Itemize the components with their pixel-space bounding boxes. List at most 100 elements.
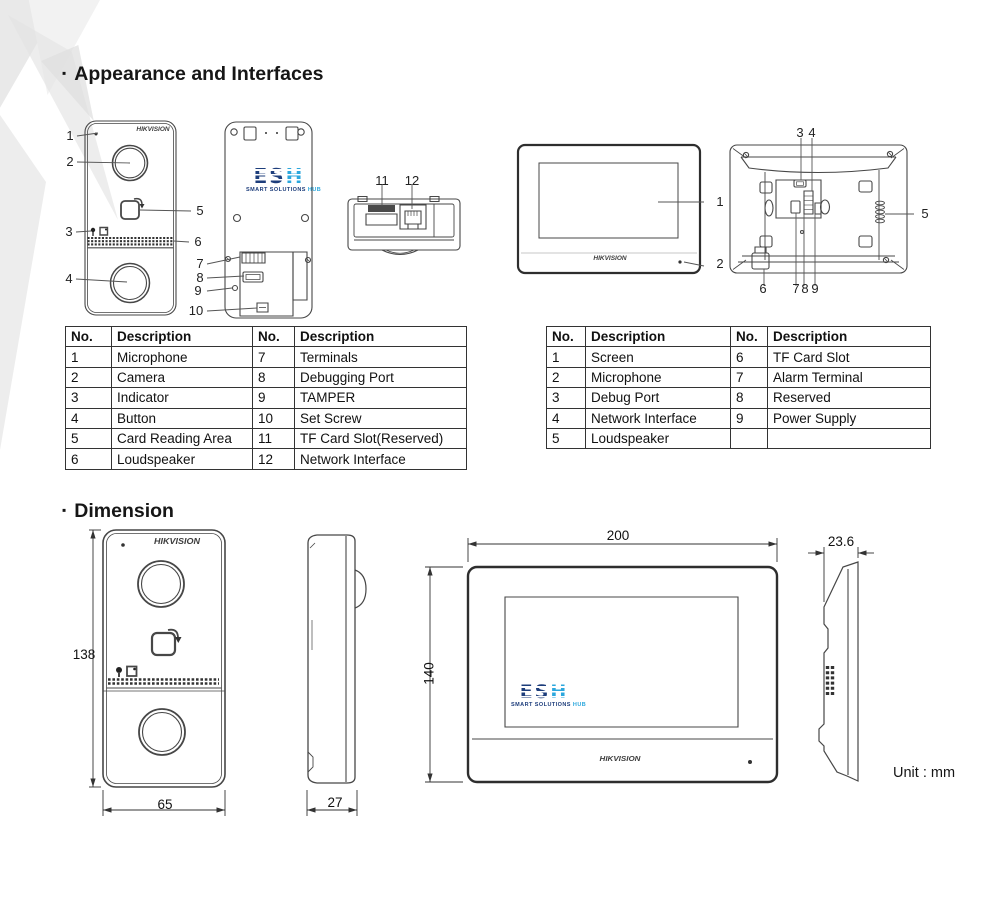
tf-card-slot-monitor [752,253,769,269]
monitor-microphone [678,260,682,264]
screen [505,597,738,727]
dim-door-height: 138 [72,647,96,662]
callout-door-3: 3 [65,224,73,239]
callout-mon-7: 7 [792,281,800,296]
callout-door-10: 10 [188,303,204,318]
callout-door-8: 8 [196,270,204,285]
loudspeaker-grille [108,680,219,684]
monitor-microphone [748,760,752,764]
callout-mon-5: 5 [921,206,929,221]
callout-mon-1: 1 [716,194,724,209]
side-speaker-grille [828,666,833,697]
set-screw [257,303,268,312]
door-station-dimension-drawing [55,520,395,830]
callout-door-5: 5 [196,203,204,218]
loudspeaker-grille [88,238,174,244]
monitor-back-callout-lines [764,138,914,286]
monitor-depth-dimension [808,547,874,602]
connector-module [776,180,821,234]
call-button [111,264,150,303]
monitor-loudspeaker [876,201,885,223]
debug-port [794,180,806,187]
network-port [400,205,426,229]
callout-door-6: 6 [194,234,202,249]
hikvision-logo: HIKVISION [599,754,641,763]
network-interface-port [791,201,800,213]
bullet-icon: ▪ [62,66,67,80]
callout-door-9: 9 [194,283,202,298]
dim-door-width: 65 [157,797,173,812]
screen [539,163,678,238]
depth-dimension [307,790,357,816]
callout-mon-3: 3 [796,125,804,140]
dim-monitor-width: 200 [606,528,630,543]
monitor-dimension-drawing [400,520,985,830]
indicator-icons [90,228,108,237]
tamper-switch [233,286,238,291]
indicator-icons [116,667,137,678]
hikvision-logo: HIKVISION [153,536,200,546]
dim-monitor-depth: 23.6 [827,534,855,549]
esk-logo: ESH SMART SOLUTIONS HUB [246,164,322,193]
monitor-front-view [518,145,700,273]
callout-door-7: 7 [196,256,204,271]
monitor-back-view [730,145,907,273]
hikvision-logo: HIKVISION [136,126,170,133]
callout-mon-8: 8 [801,281,809,296]
monitor-dim-side-view [819,562,858,781]
alarm-terminal [804,191,813,214]
callout-mon-9: 9 [811,281,819,296]
table-header-row: No. Description No. Description [65,325,467,348]
card-reading-area [121,201,139,219]
door-bottom-callout-lines [382,184,412,209]
hikvision-logo: HIKVISION [593,255,627,262]
door-back-callout-lines [207,257,257,311]
bullet-icon: ▪ [62,503,67,517]
debugging-port [243,272,263,282]
callout-mon-2: 2 [716,256,724,271]
camera-lens [138,561,184,607]
door-back-view [225,122,312,318]
monitor-height-dimension [425,567,463,782]
monitor-appearance-diagram [490,110,985,325]
door-front-callout-lines [76,133,191,282]
monitor-front-callout-lines [658,202,704,266]
callout-mon-6: 6 [759,281,767,296]
callout-door-11: 11 [375,173,389,188]
call-button [139,709,185,755]
callout-door-4: 4 [65,271,73,286]
card-reading-area [152,633,175,655]
appearance-section-title: ▪Appearance and Interfaces [62,63,324,85]
mounting-plate [240,252,293,316]
callout-door-2: 2 [66,154,74,169]
height-dimension [89,530,101,787]
tf-card-slot [368,205,395,212]
dim-door-depth: 27 [327,795,343,810]
door-front-view [85,121,176,315]
door-station-appearance-diagram [60,110,480,325]
door-dim-side-view [308,535,366,783]
esk-logo: ESH SMART SOLUTIONS HUB [511,681,587,708]
callout-door-12: 12 [404,173,420,188]
monitor-width-dimension [468,538,777,562]
unit-label: Unit : mm [893,765,956,781]
width-dimension [103,790,225,816]
callout-mon-4: 4 [808,125,816,140]
door-dim-front-view [103,530,225,787]
terminals [242,253,265,263]
callout-door-1: 1 [66,128,74,143]
